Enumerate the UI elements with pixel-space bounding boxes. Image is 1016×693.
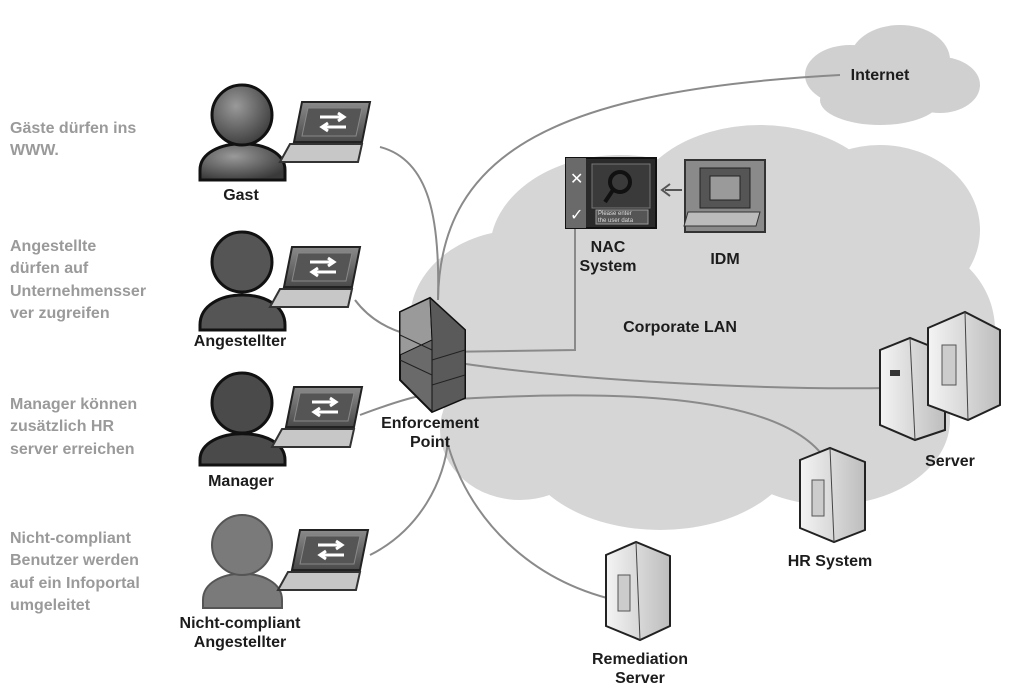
label-noncompliant: Nicht-compliant Angestellter <box>179 615 301 652</box>
line-manager-to-hr <box>439 394 827 461</box>
guest-person-icon <box>198 83 287 182</box>
noncompliant-person-icon <box>202 514 283 609</box>
server-icon <box>879 310 1001 442</box>
label-nac-system: NAC System <box>579 239 637 276</box>
employee-person-icon <box>198 230 287 332</box>
line-ep-to-nac <box>439 228 576 353</box>
nac-screen-text: Please enter the user data <box>598 211 634 224</box>
remediation-server-icon <box>605 540 671 642</box>
label-server: Server <box>925 453 975 470</box>
idm-icon <box>683 159 766 233</box>
label-guest: Gast <box>223 187 259 204</box>
line-ep-to-internet <box>437 74 841 301</box>
noncompliant-laptop-icon <box>276 529 370 591</box>
hr-system-icon <box>799 446 866 544</box>
nac-idm-arrow <box>660 183 682 197</box>
manager-laptop-icon <box>270 386 364 448</box>
svg-text:✓: ✓ <box>570 205 583 224</box>
line-noncompliant-to-ep <box>369 439 449 556</box>
manager-person-icon <box>198 371 287 467</box>
internet-cloud <box>805 25 980 125</box>
label-manager: Manager <box>208 473 274 490</box>
label-employee: Angestellter <box>193 333 287 350</box>
note-manager: Manager können zusätzlich HR server erre… <box>10 396 138 458</box>
note-employee: Angestellte dürfen auf Unternehmensser v… <box>10 238 147 323</box>
guest-laptop-icon <box>278 101 372 163</box>
label-hr-system: HR System <box>787 553 873 570</box>
label-internet: Internet <box>850 67 910 84</box>
line-guest-to-ep <box>379 146 440 301</box>
note-guest: Gäste dürfen ins WWW. <box>10 120 137 160</box>
label-corporate-lan: Corporate LAN <box>623 319 737 336</box>
employee-laptop-icon <box>268 246 362 308</box>
nac-system-icon: ✕ ✓ <box>565 157 657 229</box>
firewall-icon <box>399 296 466 414</box>
note-noncompliant: Nicht-compliant Benutzer werden auf ein … <box>10 530 140 615</box>
label-remediation-server: Remediation Server <box>591 651 688 688</box>
line-ep-to-server <box>439 359 889 390</box>
label-idm: IDM <box>710 251 740 268</box>
label-enforcement-point: Enforcement Point <box>381 415 479 452</box>
svg-text:✕: ✕ <box>570 169 583 188</box>
line-ep-to-remediation <box>447 444 616 601</box>
